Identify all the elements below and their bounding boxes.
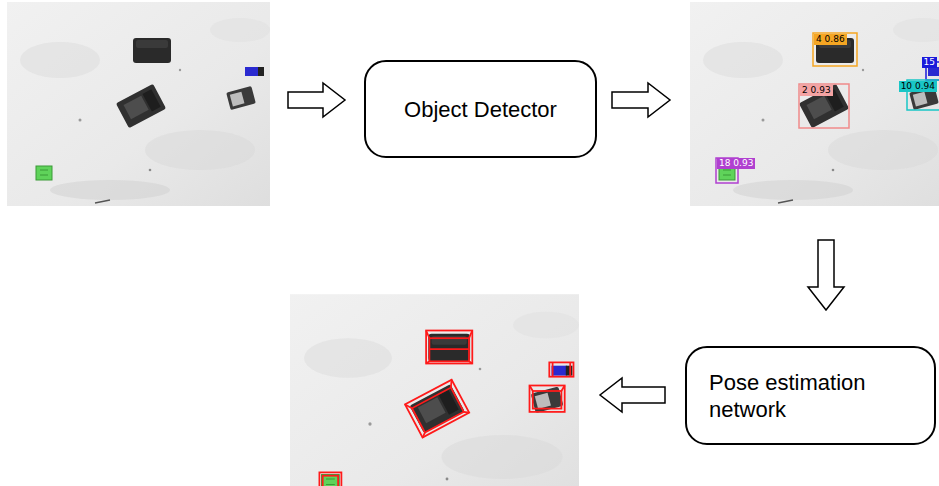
pose-image [290,294,579,486]
scene [7,2,270,206]
detection-tag: 2 0.93 [800,85,833,96]
scene [690,2,939,206]
pose-cuboid [405,380,469,438]
detection-box [813,33,857,66]
detection-tag: 10 0.94 [899,81,937,92]
pose-cuboid [319,472,341,486]
flow-arrow [288,83,345,117]
detection-tag: 4 0.86 [814,34,847,45]
pose-cuboid [530,386,565,412]
box-label: Object Detector [404,96,557,123]
detection-tag: 18 0.93 [717,158,755,169]
process-box: Pose estimation network [685,346,936,445]
detection-image [690,2,939,206]
detection-box [799,84,849,128]
process-box: Object Detector [364,60,597,158]
flow-arrow [600,378,665,412]
box-label: Pose estimation network [709,369,912,423]
scene [290,294,579,486]
detection-tag: 15 [922,57,937,68]
input-image [7,2,270,206]
flow-arrow [612,83,670,117]
flow-arrow [808,240,844,310]
pose-cuboid [426,331,472,364]
pose-cuboid [549,362,573,376]
